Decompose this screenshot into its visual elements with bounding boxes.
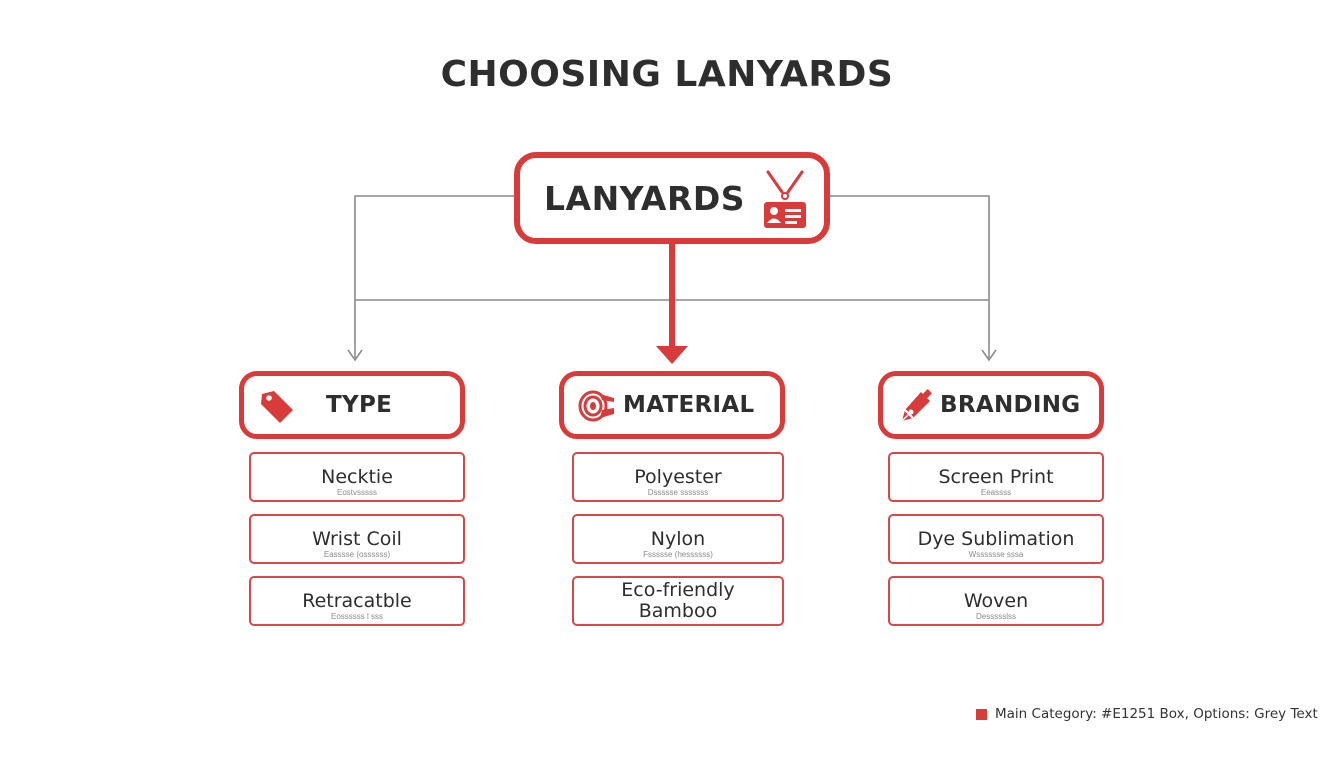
arrowhead-left: [347, 349, 363, 362]
option-screen-print: Screen Print Eeassss: [888, 452, 1104, 502]
legend-swatch: [976, 708, 987, 720]
tag-icon: [261, 391, 293, 423]
option-label: Eco-friendly Bamboo: [621, 579, 735, 622]
option-label: Necktie: [321, 466, 393, 488]
option-subtext: Dessssslss: [975, 612, 1016, 621]
option-subtext: Eostvsssss: [336, 488, 377, 497]
connector-right-top: [830, 195, 990, 358]
option-label: Nylon: [650, 528, 706, 550]
option-label: Wrist Coil: [312, 528, 402, 550]
connector-left-top: [354, 195, 514, 358]
option-subtext: Easssse (ossssss): [323, 550, 391, 559]
option-label: Dye Sublimation: [917, 528, 1075, 550]
pen-nib-icon: [901, 389, 932, 422]
category-label: BRANDING: [940, 392, 1081, 418]
option-subtext: Wsssssse sssa: [968, 550, 1024, 559]
option-dye-sublimation: Dye Sublimation Wsssssse sssa: [888, 514, 1104, 564]
option-label: Woven: [963, 590, 1029, 612]
option-wrist-coil: Wrist Coil Easssse (ossssss): [249, 514, 465, 564]
option-label: Retracatble: [302, 590, 412, 612]
arrowhead-center: [656, 346, 688, 364]
diagram-title: CHOOSING LANYARDS: [440, 54, 894, 95]
id-badge-lanyard-icon: [764, 170, 806, 228]
category-label: MATERIAL: [623, 392, 755, 418]
fabric-roll-icon: [578, 390, 614, 422]
category-branding: BRANDING: [878, 371, 1104, 439]
option-nylon: Nylon Fssssse (hessssss): [572, 514, 784, 564]
option-polyester: Polyester Dssssse sssssss: [572, 452, 784, 502]
legend: Main Category: #E1251 Box, Options: Grey…: [976, 706, 1318, 722]
option-eco-friendly-bamboo: Eco-friendly Bamboo: [572, 576, 784, 626]
option-subtext: Eossssss l sss: [330, 612, 383, 621]
option-label: Polyester: [634, 466, 722, 488]
option-retractable: Retracatble Eossssss l sss: [249, 576, 465, 626]
category-material: MATERIAL: [559, 371, 785, 439]
legend-text: Main Category: #E1251 Box, Options: Grey…: [995, 706, 1318, 722]
option-woven: Woven Dessssslss: [888, 576, 1104, 626]
option-label: Screen Print: [938, 466, 1054, 488]
option-necktie: Necktie Eostvsssss: [249, 452, 465, 502]
option-subtext: Fssssse (hessssss): [643, 550, 713, 559]
option-subtext: Eeassss: [980, 488, 1012, 497]
option-subtext: Dssssse sssssss: [647, 488, 709, 497]
root-label: LANYARDS: [544, 178, 746, 218]
category-label: TYPE: [326, 392, 393, 418]
arrowhead-right: [981, 349, 997, 362]
root-node-lanyards: LANYARDS: [514, 152, 830, 244]
category-type: TYPE: [239, 371, 465, 439]
